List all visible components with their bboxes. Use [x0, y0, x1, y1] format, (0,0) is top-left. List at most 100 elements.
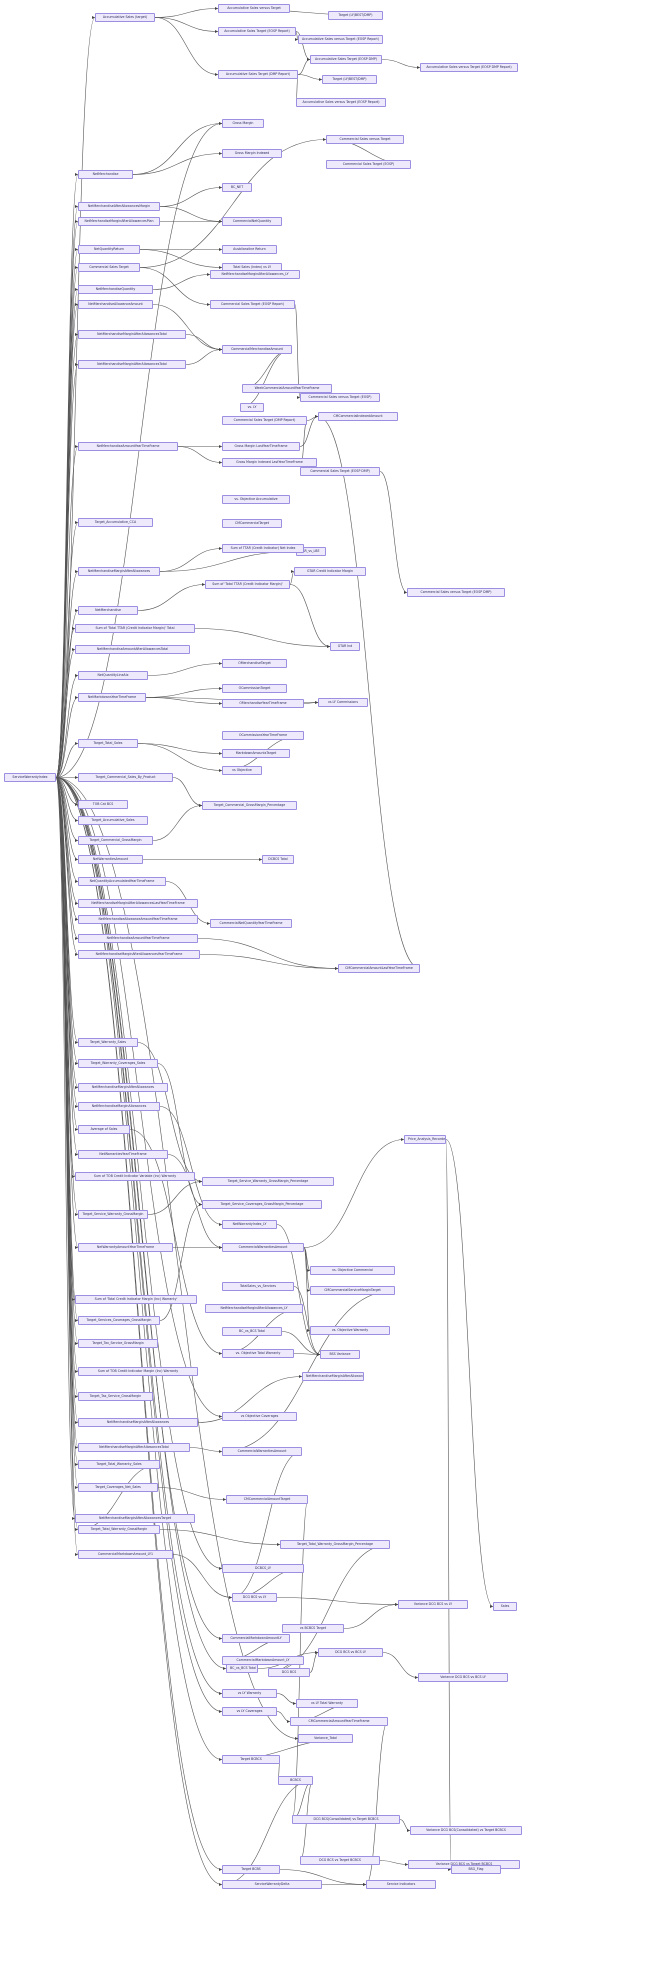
graph-node: vs LY Coverages — [222, 1707, 277, 1716]
graph-edge — [55, 777, 223, 1695]
graph-edge — [55, 303, 79, 778]
graph-edge — [381, 59, 421, 69]
graph-node: NetMerchandiseMarginAfterAllowancesTotal — [78, 360, 186, 369]
graph-node: Target BCBCS — [222, 1755, 280, 1764]
graph-node: NetMerchandiseMarginAfterAllowances_LY — [205, 1304, 303, 1313]
graph-node: Commercial Sales Target (DMP Report) — [222, 416, 307, 425]
graph-edge — [289, 584, 331, 648]
graph-node: ServiceWarrantyDelta — [222, 1880, 322, 1889]
graph-edge — [55, 445, 79, 778]
graph-node: Average of Sales — [78, 1125, 130, 1134]
graph-edge — [139, 249, 223, 269]
graph-node: TOB Cat BCS — [78, 800, 128, 809]
graph-edge — [137, 583, 206, 611]
graph-edge — [297, 74, 323, 81]
graph-edge — [293, 1286, 321, 1356]
graph-edge — [159, 1106, 223, 1226]
graph-node: Commercial Sales Target — [78, 263, 140, 272]
graph-node: NetWarrantyAmountYearTimeFrame — [78, 1243, 173, 1252]
graph-edge — [55, 777, 76, 1520]
graph-edge — [55, 648, 76, 778]
graph-edge — [55, 777, 223, 1418]
graph-node: Variance_Total — [298, 1734, 353, 1743]
graph-edge — [55, 777, 79, 1489]
graph-node: Target_Total_Warranty_Sales — [78, 1460, 160, 1469]
graph-node: Target_Service_Warranty_GrossMargin_Perc… — [202, 1177, 334, 1186]
graph-edge — [55, 777, 79, 1556]
graph-node: Gross Margin — [222, 119, 264, 128]
graph-node: Accumulative Sales versus Target (EOSP R… — [296, 98, 386, 107]
graph-edge — [147, 1180, 203, 1215]
graph-node: NetMerchandiseMarginAfterAllowancesPlan — [78, 217, 160, 226]
graph-node: Commercial Sales Target (EOSP Report) — [210, 300, 295, 309]
graph-node: Commercial Sales Target (EOSP) — [326, 160, 411, 169]
graph-node: Target_Service_Warranty_GrossMargin — [78, 1210, 148, 1219]
graph-node: Sum of 'Total Credit Indicator Margin (I… — [75, 1295, 197, 1304]
graph-node: NetMerchandiseAllowanceAmountYearTimeFra… — [78, 915, 198, 924]
graph-edge — [379, 471, 408, 594]
graph-node: NetMerchandiseAllowanceAmount — [78, 300, 153, 309]
graph-node: Target_Commercial_GrossMargin — [78, 836, 153, 845]
graph-edge — [299, 415, 319, 447]
graph-node: CMCommercialAmountTarget — [226, 1495, 308, 1504]
graph-edge — [159, 1203, 203, 1321]
graph-edge — [445, 1139, 494, 1608]
graph-node: Target_Warranty_Coverages_Sales — [78, 1059, 158, 1068]
graph-edge — [194, 628, 331, 648]
graph-node: GTAR Ind — [330, 642, 360, 651]
graph-node: Accumulative Sales Target (EOSP DMP) — [310, 55, 382, 64]
graph-node: NetMerchandise — [78, 170, 133, 179]
graph-node: OCommissionsYearTimeFrame — [222, 731, 304, 740]
graph-edge — [159, 206, 223, 223]
graph-edge — [139, 267, 211, 306]
graph-edge — [189, 1447, 223, 1453]
graph-node: DCG BCS(Consolidated) vs Target BCBCS — [292, 1815, 400, 1824]
graph-edge — [317, 415, 421, 969]
graph-node: Target_Commercial_GrossMargin_Percentage — [202, 801, 297, 810]
graph-edge — [55, 777, 79, 956]
graph-edge — [267, 1544, 391, 1674]
graph-node: Target_Total_Sales — [78, 739, 138, 748]
graph-node: NetWarrantiesAmount — [78, 855, 143, 864]
graph-node: CommercialWarrantiesAmount — [222, 1447, 302, 1456]
graph-node: Sum of TOB Credit Indicator Variable (in… — [75, 1172, 195, 1181]
graph-node: NetMerchandiseMarginAllowances — [78, 1102, 160, 1111]
graph-node: Variance DCG BCS vs LY — [398, 1600, 468, 1609]
graph-edge — [399, 1819, 411, 1832]
graph-node: Target_Accumulative_Sales — [78, 816, 148, 825]
graph-node: MarkdownAmountsTarget — [222, 749, 290, 758]
graph-node: ServiceWarrantyIndex — [4, 773, 56, 782]
graph-node: BC_vs_BCS Total — [222, 1327, 282, 1336]
graph-edge — [177, 446, 223, 464]
graph-node: CMCommercialIndexedAmount — [318, 412, 398, 421]
graph-edge — [197, 938, 339, 970]
graph-node: Target_Accumulative_CCA — [78, 518, 153, 527]
graph-node: NetMerchandiseAfterAllowancesMargin — [78, 202, 160, 211]
graph-node: vs LY Warranty — [222, 1689, 277, 1698]
graph-edge — [159, 1529, 281, 1546]
graph-node: NetMerchandiseMarginAfterAllowances_LY — [302, 1372, 364, 1381]
graph-edge — [152, 804, 203, 841]
graph-edge — [185, 348, 223, 365]
graph-edge — [55, 570, 79, 778]
graph-node: Ausbilanzline Return — [222, 245, 277, 254]
graph-edge — [221, 1290, 396, 1453]
graph-node: NetMarkdownsYearTimeFrame — [78, 693, 146, 702]
graph-node: Sum of 'Total TTAR (Credit Indicator Mar… — [205, 580, 290, 589]
graph-node: Target_Tax_Service_GrossMargin — [78, 1339, 158, 1348]
graph-edge — [167, 1154, 223, 1249]
graph-node: Target_Coverages_Net_Sales — [78, 1483, 158, 1492]
graph-node: Target (LY/BEST/DMP) — [322, 75, 377, 84]
graph-node: DCBCS_LY — [222, 1564, 304, 1573]
graph-node: Accumulative Sales Target (EOSP Report) — [218, 27, 296, 36]
graph-edge — [199, 954, 339, 970]
graph-node: Sum of TTAR (Credit Indicator) Net Index — [222, 544, 304, 553]
graph-edge — [154, 17, 219, 76]
graph-node: vs LY Commissions — [318, 698, 368, 707]
graph-node: Sum of TOB Credit Indicator Margin (Inc)… — [78, 1367, 198, 1376]
graph-edge — [55, 777, 223, 1761]
graph-edge — [365, 1721, 389, 1886]
graph-edge — [139, 138, 327, 268]
graph-node: Gross Margin Indexed — [222, 149, 282, 158]
